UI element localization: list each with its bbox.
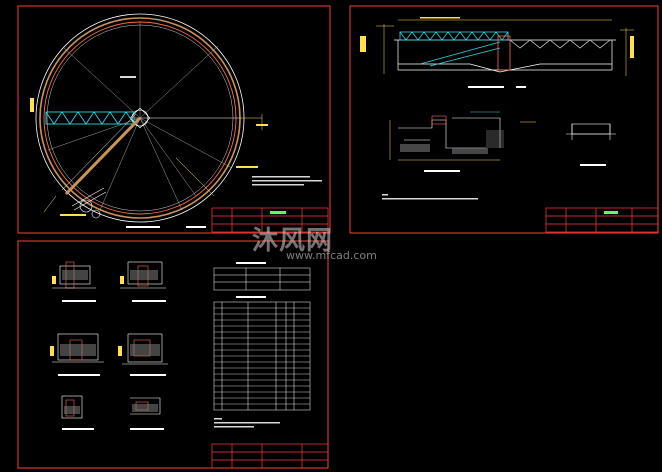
watermark-logo-text: 沐风网 [252,226,334,256]
scraper-arm-edge [61,113,137,191]
details-title-block [211,443,329,469]
scraper-arm [64,116,142,196]
dimension-text [30,98,268,216]
section-title-block [545,207,659,233]
detail-channel-label [580,164,606,166]
detail-weir [398,111,501,149]
section-dims [376,19,634,76]
section-notes [382,194,478,200]
plan-title-block [211,207,329,233]
section-label [468,86,526,88]
table-title [236,262,266,298]
detail-channel [566,123,616,140]
sheet-plan-view [17,5,331,234]
inlet-pipe [71,187,107,219]
watermark-url: www.mfcad.com [286,249,377,262]
tank-section [394,39,616,73]
sheet-details-table [17,240,329,469]
detail-weir-dims [389,120,536,161]
radial-lines [47,22,233,211]
section-bridge [399,31,611,67]
detail-weir-label [424,170,460,172]
sheet-frame [349,5,659,234]
small-table [213,267,311,291]
title-block-highlight [604,211,618,214]
detail-dims [50,276,124,356]
plan-title-label [126,226,206,228]
bridge-truss [45,111,135,125]
plan-notes [120,76,322,186]
center-column [497,35,511,71]
detail-weir-hatch [400,130,504,154]
dimension-leaders [43,114,263,213]
section-dim-text [360,17,634,58]
detail-labels [58,300,166,430]
sheet-frame [17,240,329,469]
sheet-section-view [349,5,659,234]
table-notes [214,418,280,428]
materials-table-rows [214,307,310,405]
detail-hatches [60,270,160,414]
sheet-frame [17,5,331,234]
title-block-highlight [270,211,286,214]
